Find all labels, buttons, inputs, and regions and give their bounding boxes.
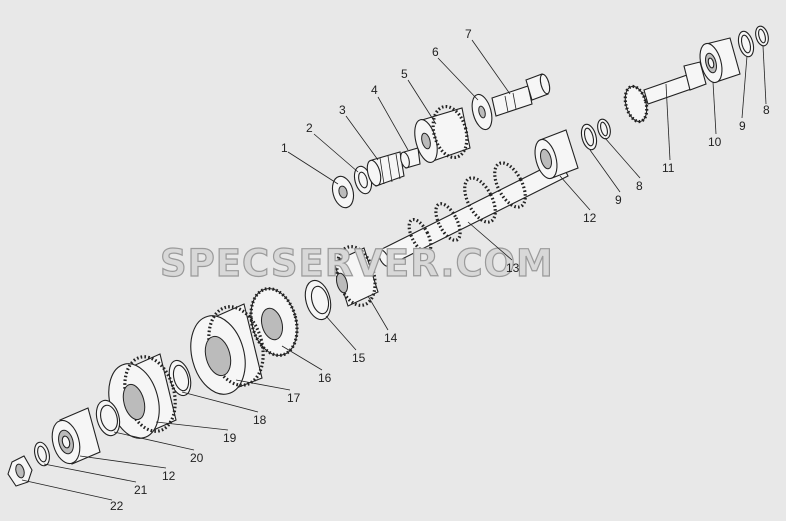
callout-1: 1 (281, 141, 288, 155)
callout-20: 20 (190, 451, 204, 465)
callout-7: 7 (465, 27, 472, 41)
part-snap-ring-8-upper (755, 25, 769, 47)
part-washer-21 (34, 441, 50, 467)
callout-12-upper: 12 (583, 211, 597, 225)
part-ring-20 (95, 399, 121, 437)
callout-5: 5 (401, 67, 408, 81)
part-ring-2 (353, 165, 373, 195)
watermark-text: SPECSERVER.COM (160, 242, 554, 285)
callout-22: 22 (110, 499, 124, 513)
callout-9-upper: 9 (739, 119, 746, 133)
callout-19: 19 (223, 431, 237, 445)
part-bearing-12-upper (534, 129, 579, 180)
part-washer-1 (331, 175, 355, 209)
callout-14: 14 (384, 331, 398, 345)
part-gear-5 (414, 104, 471, 163)
part-main-shaft-13 (378, 159, 569, 267)
callout-6: 6 (432, 45, 439, 59)
callout-13: 13 (506, 261, 520, 275)
callout-11: 11 (662, 161, 675, 175)
part-nut-22 (7, 455, 33, 487)
part-gear-17 (190, 303, 265, 395)
callout-12-lower: 12 (162, 469, 176, 483)
callout-10: 10 (708, 135, 722, 149)
part-thrust-washer-6 (471, 93, 493, 131)
part-ring-15 (304, 279, 332, 321)
callout-8-lower: 8 (636, 179, 643, 193)
part-ring-9-upper (737, 30, 755, 58)
callout-labels: 1 2 3 4 5 6 7 8 9 10 11 8 9 12 13 14 15 … (110, 27, 770, 513)
callout-16: 16 (318, 371, 332, 385)
callout-21: 21 (134, 483, 148, 497)
callout-3: 3 (339, 103, 346, 117)
part-ring-9-lower (580, 123, 598, 151)
part-bearing-10 (699, 37, 741, 84)
main-shaft-assembly (7, 118, 611, 487)
callout-4: 4 (371, 83, 378, 97)
part-gear-16 (249, 287, 299, 357)
part-snap-ring-8-lower (597, 118, 611, 140)
callout-18: 18 (253, 413, 267, 427)
part-input-shaft-7 (491, 73, 551, 117)
leader-lines (21, 39, 767, 501)
part-spacer-4 (400, 147, 421, 169)
callout-15: 15 (352, 351, 366, 365)
part-bearing-12-lower (51, 407, 101, 465)
part-gear-19 (108, 353, 177, 439)
part-gear-14 (333, 245, 379, 307)
callout-8-upper: 8 (763, 103, 770, 117)
upper-shaft-assembly (331, 73, 551, 209)
right-shaft-assembly (623, 25, 769, 124)
part-ring-18 (168, 359, 192, 397)
part-splined-hub-11 (623, 61, 707, 124)
callout-17: 17 (287, 391, 301, 405)
callout-9-lower: 9 (615, 193, 622, 207)
part-needle-bearing-3 (366, 151, 405, 187)
callout-2: 2 (306, 121, 313, 135)
